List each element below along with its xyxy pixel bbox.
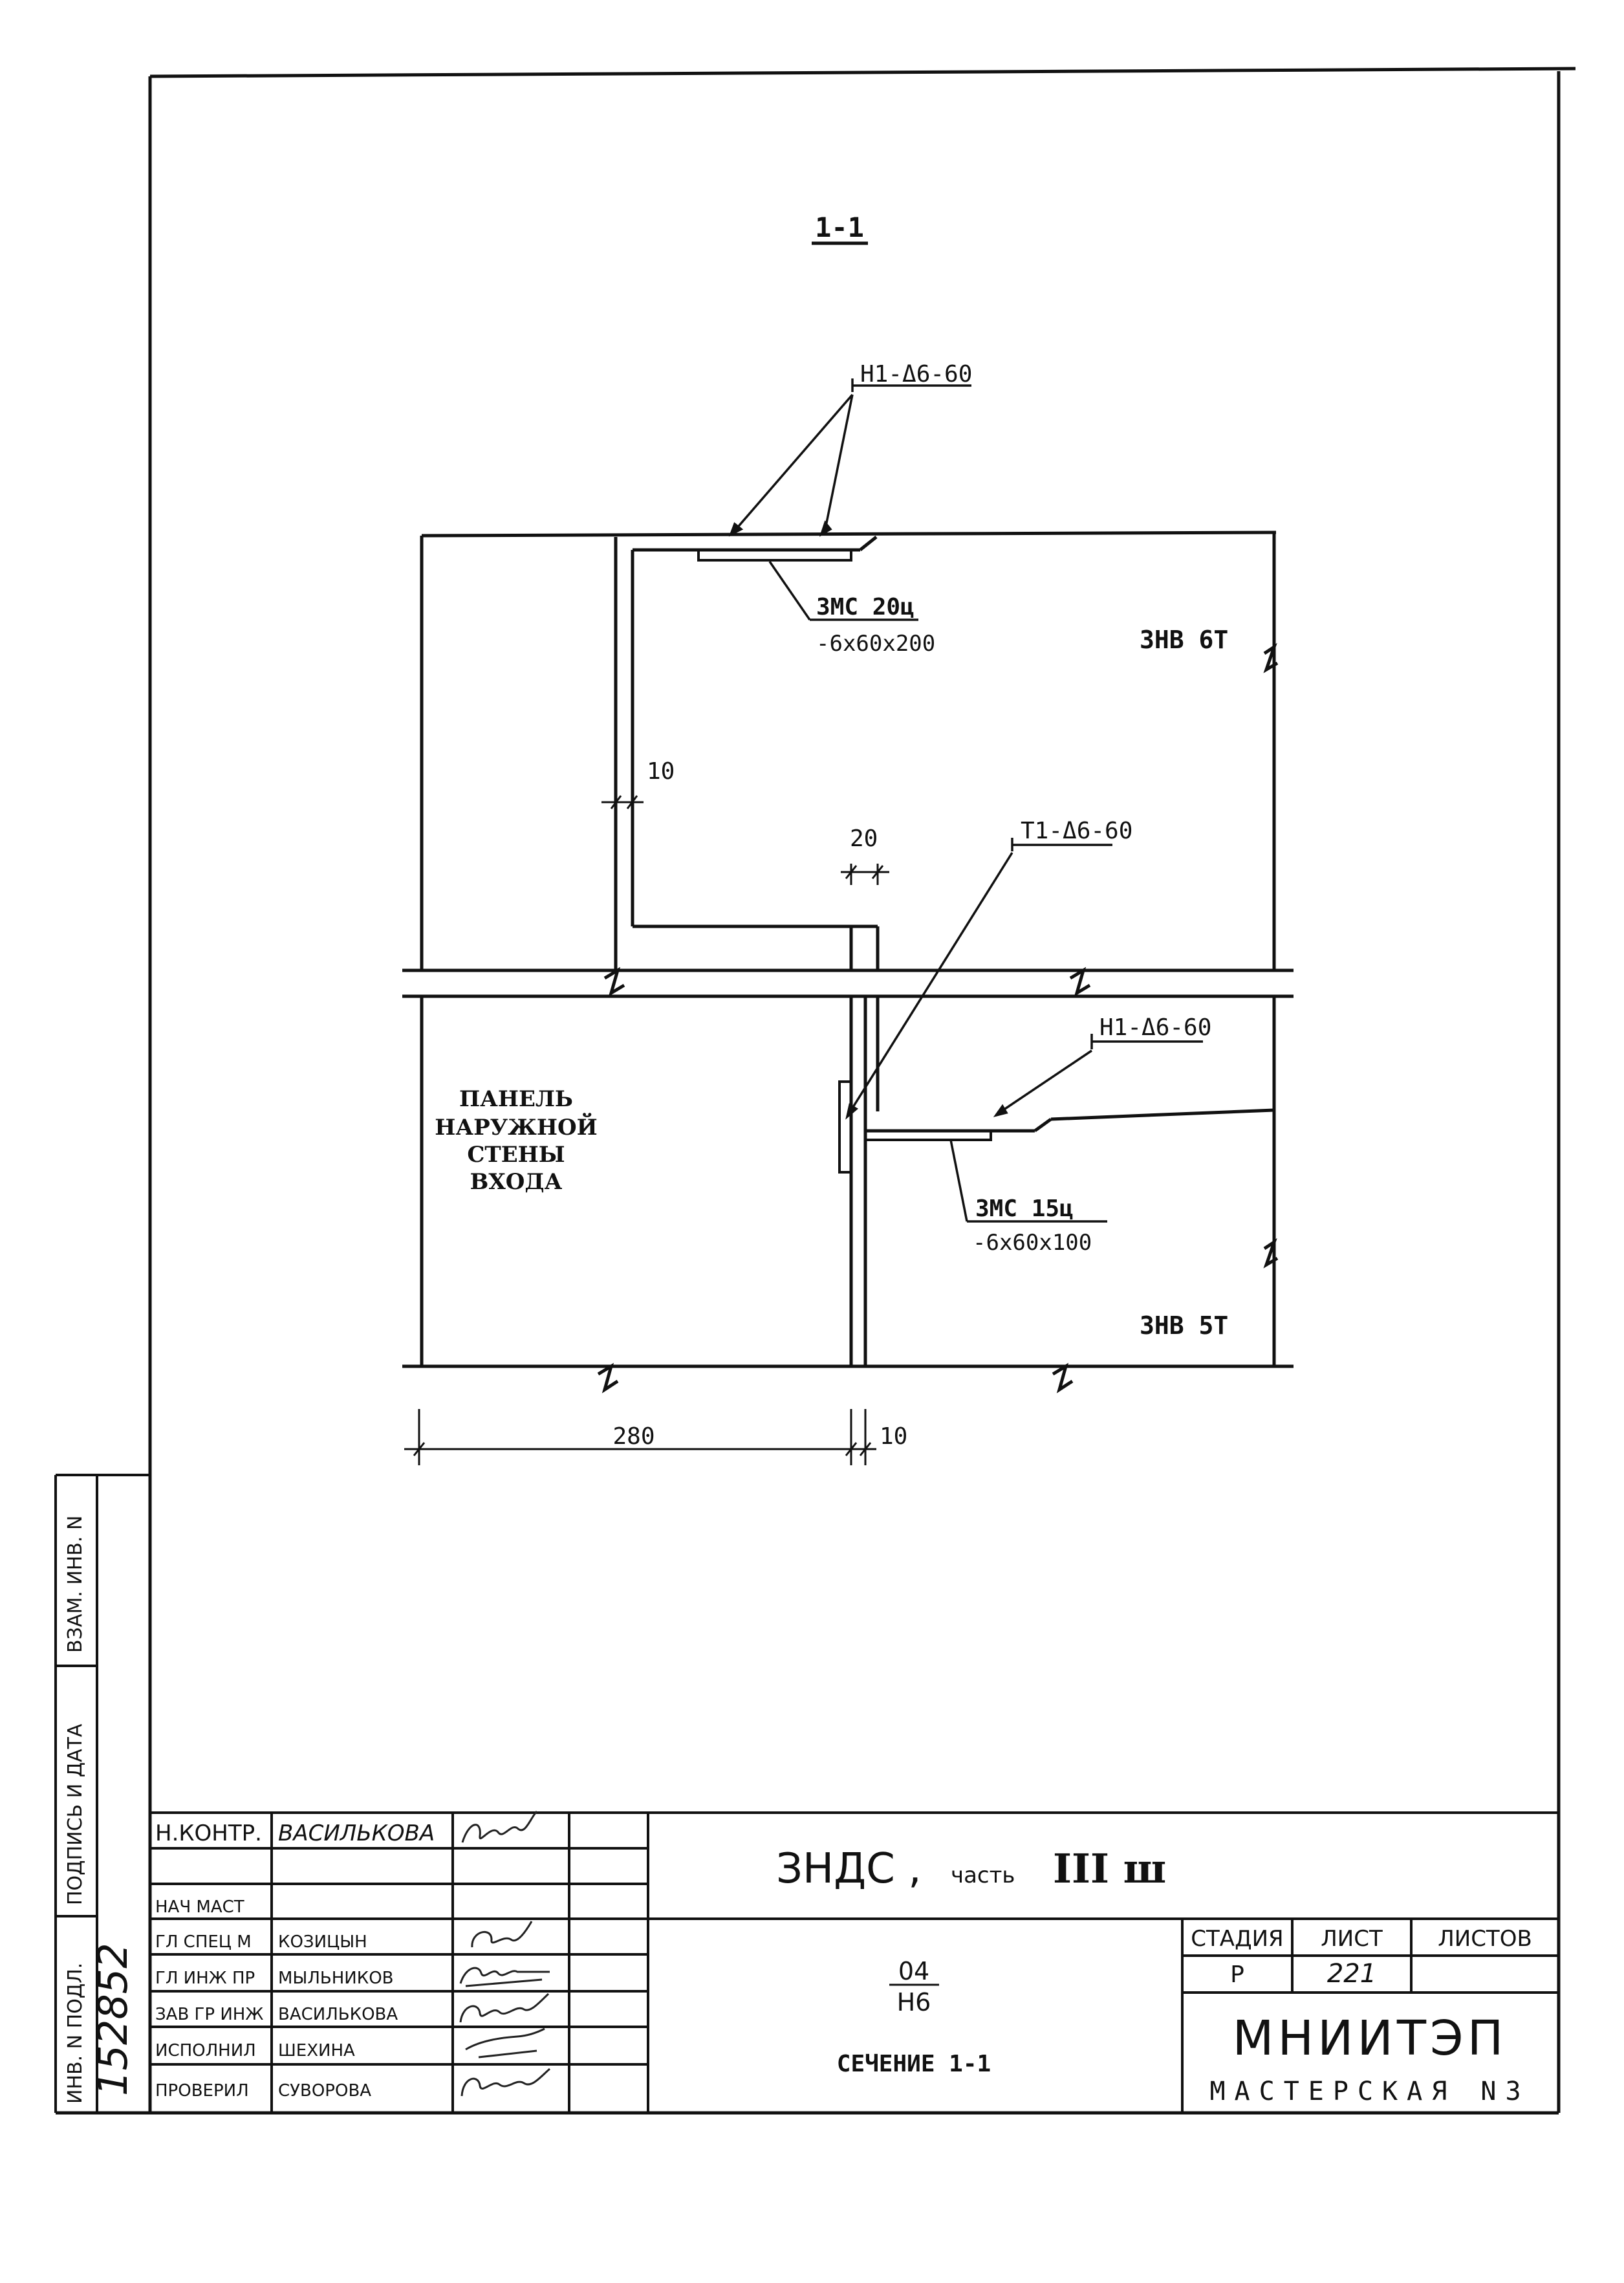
code-top: 04 [898, 1957, 929, 1985]
title-block-grid [150, 1811, 1559, 2114]
signature-5 [459, 1967, 550, 1987]
panel-left-line-2: НАРУЖНОЙ [435, 1113, 597, 1141]
label-anchor-lower: Н1-Δ6-60 [1099, 1014, 1211, 1041]
label-panel-upper-right: ЗНВ 6Т [1140, 626, 1228, 654]
label-panel-left: ПАНЕЛЬ НАРУЖНОЙ СТЕНЫ ВХОДА [435, 1086, 597, 1195]
dim-gap-top: 10 [647, 758, 675, 785]
title-block-rows: Н.КОНТР. ВАСИЛЬКОВА НАЧ МАСТ ГЛ СПЕЦ М К… [155, 1820, 435, 2101]
label-plate-lower-size: -6x60x100 [973, 1230, 1092, 1256]
dim-width: 280 [612, 1423, 655, 1450]
stage-header: СТАДИЯ [1191, 1926, 1283, 1952]
row-4-name: КОЗИЦЫН [278, 1932, 367, 1952]
project-main: ЗНДС , [776, 1845, 922, 1893]
leader-lines [728, 378, 1203, 1223]
side-stamp-inv-podl: ИНВ. N ПОДЛ. [64, 1963, 87, 2104]
sheets-header: ЛИСТОВ [1438, 1926, 1532, 1952]
signatures [459, 1810, 550, 2097]
code-bottom: Н6 [897, 1988, 931, 2016]
label-plate-top-name: ЗМС 20ц [816, 594, 915, 620]
label-panel-lower-right: ЗНВ 5Т [1140, 1311, 1228, 1340]
label-plate-lower-name: ЗМС 15ц [975, 1196, 1074, 1222]
panel-left-line-4: ВХОДА [470, 1169, 563, 1195]
project-part-num: III ш [1053, 1845, 1166, 1892]
signature-1 [461, 1810, 538, 1843]
row-6-role: ЗАВ ГР ИНЖ [155, 2005, 263, 2024]
signature-6 [459, 1993, 550, 2023]
signature-8 [460, 2068, 550, 2097]
dim-slot: 20 [850, 825, 878, 852]
row-8-name: СУВОРОВА [278, 2081, 371, 2101]
panel-left-line-3: СТЕНЫ [467, 1142, 565, 1168]
row-1-name: ВАСИЛЬКОВА [278, 1820, 435, 1846]
project-part-word: часть [951, 1862, 1015, 1888]
label-anchor-top: Н1-Δ6-60 [860, 361, 972, 388]
org-sub: МАСТЕРСКАЯ N3 [1209, 2077, 1530, 2106]
row-3-role: НАЧ МАСТ [155, 1897, 244, 1917]
stage-value: Р [1230, 1961, 1244, 1988]
row-7-name: ШЕХИНА [278, 2041, 355, 2060]
label-plate-top-size: -6x60x200 [816, 631, 935, 657]
row-5-name: МЫЛЬНИКОВ [278, 1969, 394, 1988]
sheet-title: СЕЧЕНИЕ 1-1 [837, 2051, 991, 2077]
label-anchor-mid: Т1-Δ6-60 [1021, 818, 1132, 844]
side-stamp-inv-number: 152852 [89, 1943, 136, 2096]
row-4-role: ГЛ СПЕЦ М [155, 1932, 252, 1952]
section-title: 1-1 [815, 212, 864, 243]
section-geometry [402, 530, 1294, 1465]
org-name: МНИИТЭП [1233, 2011, 1508, 2066]
side-stamp-podpis-data: ПОДПИСЬ И ДАТА [64, 1723, 87, 1905]
sheet-frame [56, 67, 1576, 2115]
row-6-name: ВАСИЛЬКОВА [278, 2005, 398, 2024]
sheet-header: ЛИСТ [1321, 1926, 1383, 1952]
panel-left-line-1: ПАНЕЛЬ [459, 1086, 573, 1112]
signature-7 [465, 2027, 545, 2059]
sheet-value: 221 [1327, 1959, 1376, 1989]
row-7-role: ИСПОЛНИЛ [155, 2041, 256, 2060]
side-stamp-vzam-inv: ВЗАМ. ИНВ. N [64, 1516, 87, 1653]
row-1-role: Н.КОНТР. [155, 1820, 262, 1846]
row-5-role: ГЛ ИНЖ ПР [155, 1969, 255, 1988]
row-8-role: ПРОВЕРИЛ [155, 2081, 249, 2101]
dim-gap-bottom: 10 [880, 1423, 907, 1450]
signature-4 [471, 1921, 533, 1948]
side-stamp [54, 1474, 150, 2113]
